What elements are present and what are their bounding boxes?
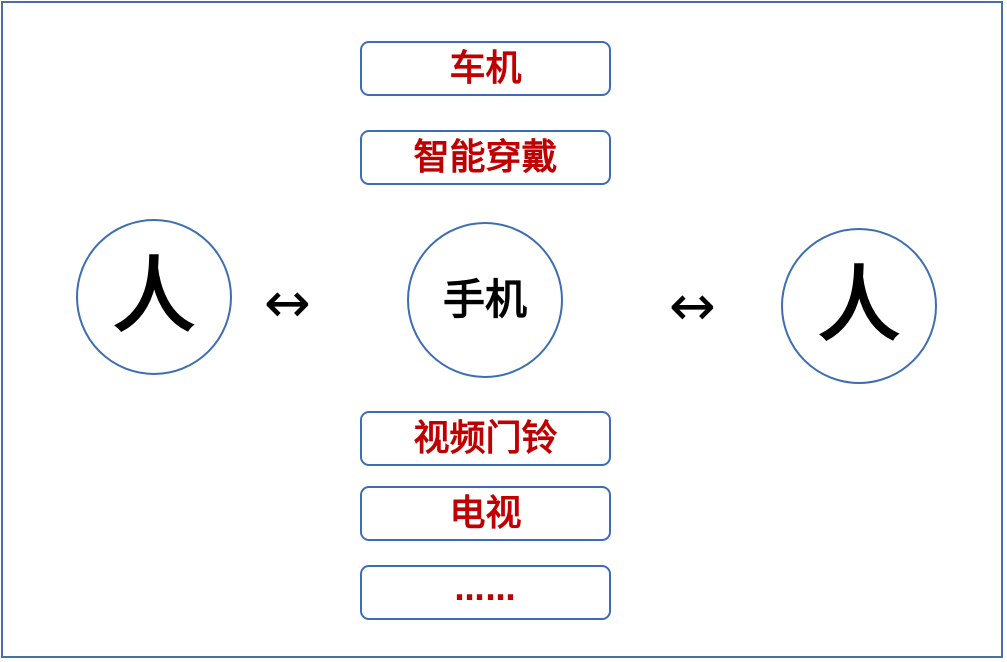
- right-bidirectional-arrow: ↔: [669, 279, 716, 335]
- right-person-label: 人: [817, 258, 900, 353]
- left-person-node: 人: [76, 219, 232, 375]
- left-arrow-icon: ↔: [264, 271, 311, 336]
- device-label-more: ……: [454, 572, 517, 608]
- device-label-tv: 电视: [449, 492, 522, 534]
- phone-label: 手机: [442, 275, 527, 324]
- device-box-tv: 电视: [360, 486, 611, 541]
- device-box-wearable: 智能穿戴: [360, 130, 611, 185]
- device-label-wearable: 智能穿戴: [413, 136, 558, 178]
- device-box-more: ……: [360, 565, 611, 620]
- device-label-video-doorbell: 视频门铃: [413, 417, 558, 459]
- device-label-car: 车机: [449, 47, 522, 89]
- left-person-label: 人: [112, 249, 195, 344]
- device-box-car: 车机: [360, 41, 611, 96]
- phone-node: 手机: [407, 222, 563, 378]
- left-bidirectional-arrow: ↔: [264, 276, 311, 332]
- device-box-video-doorbell: 视频门铃: [360, 411, 611, 466]
- right-person-node: 人: [781, 228, 937, 384]
- right-arrow-icon: ↔: [669, 274, 716, 339]
